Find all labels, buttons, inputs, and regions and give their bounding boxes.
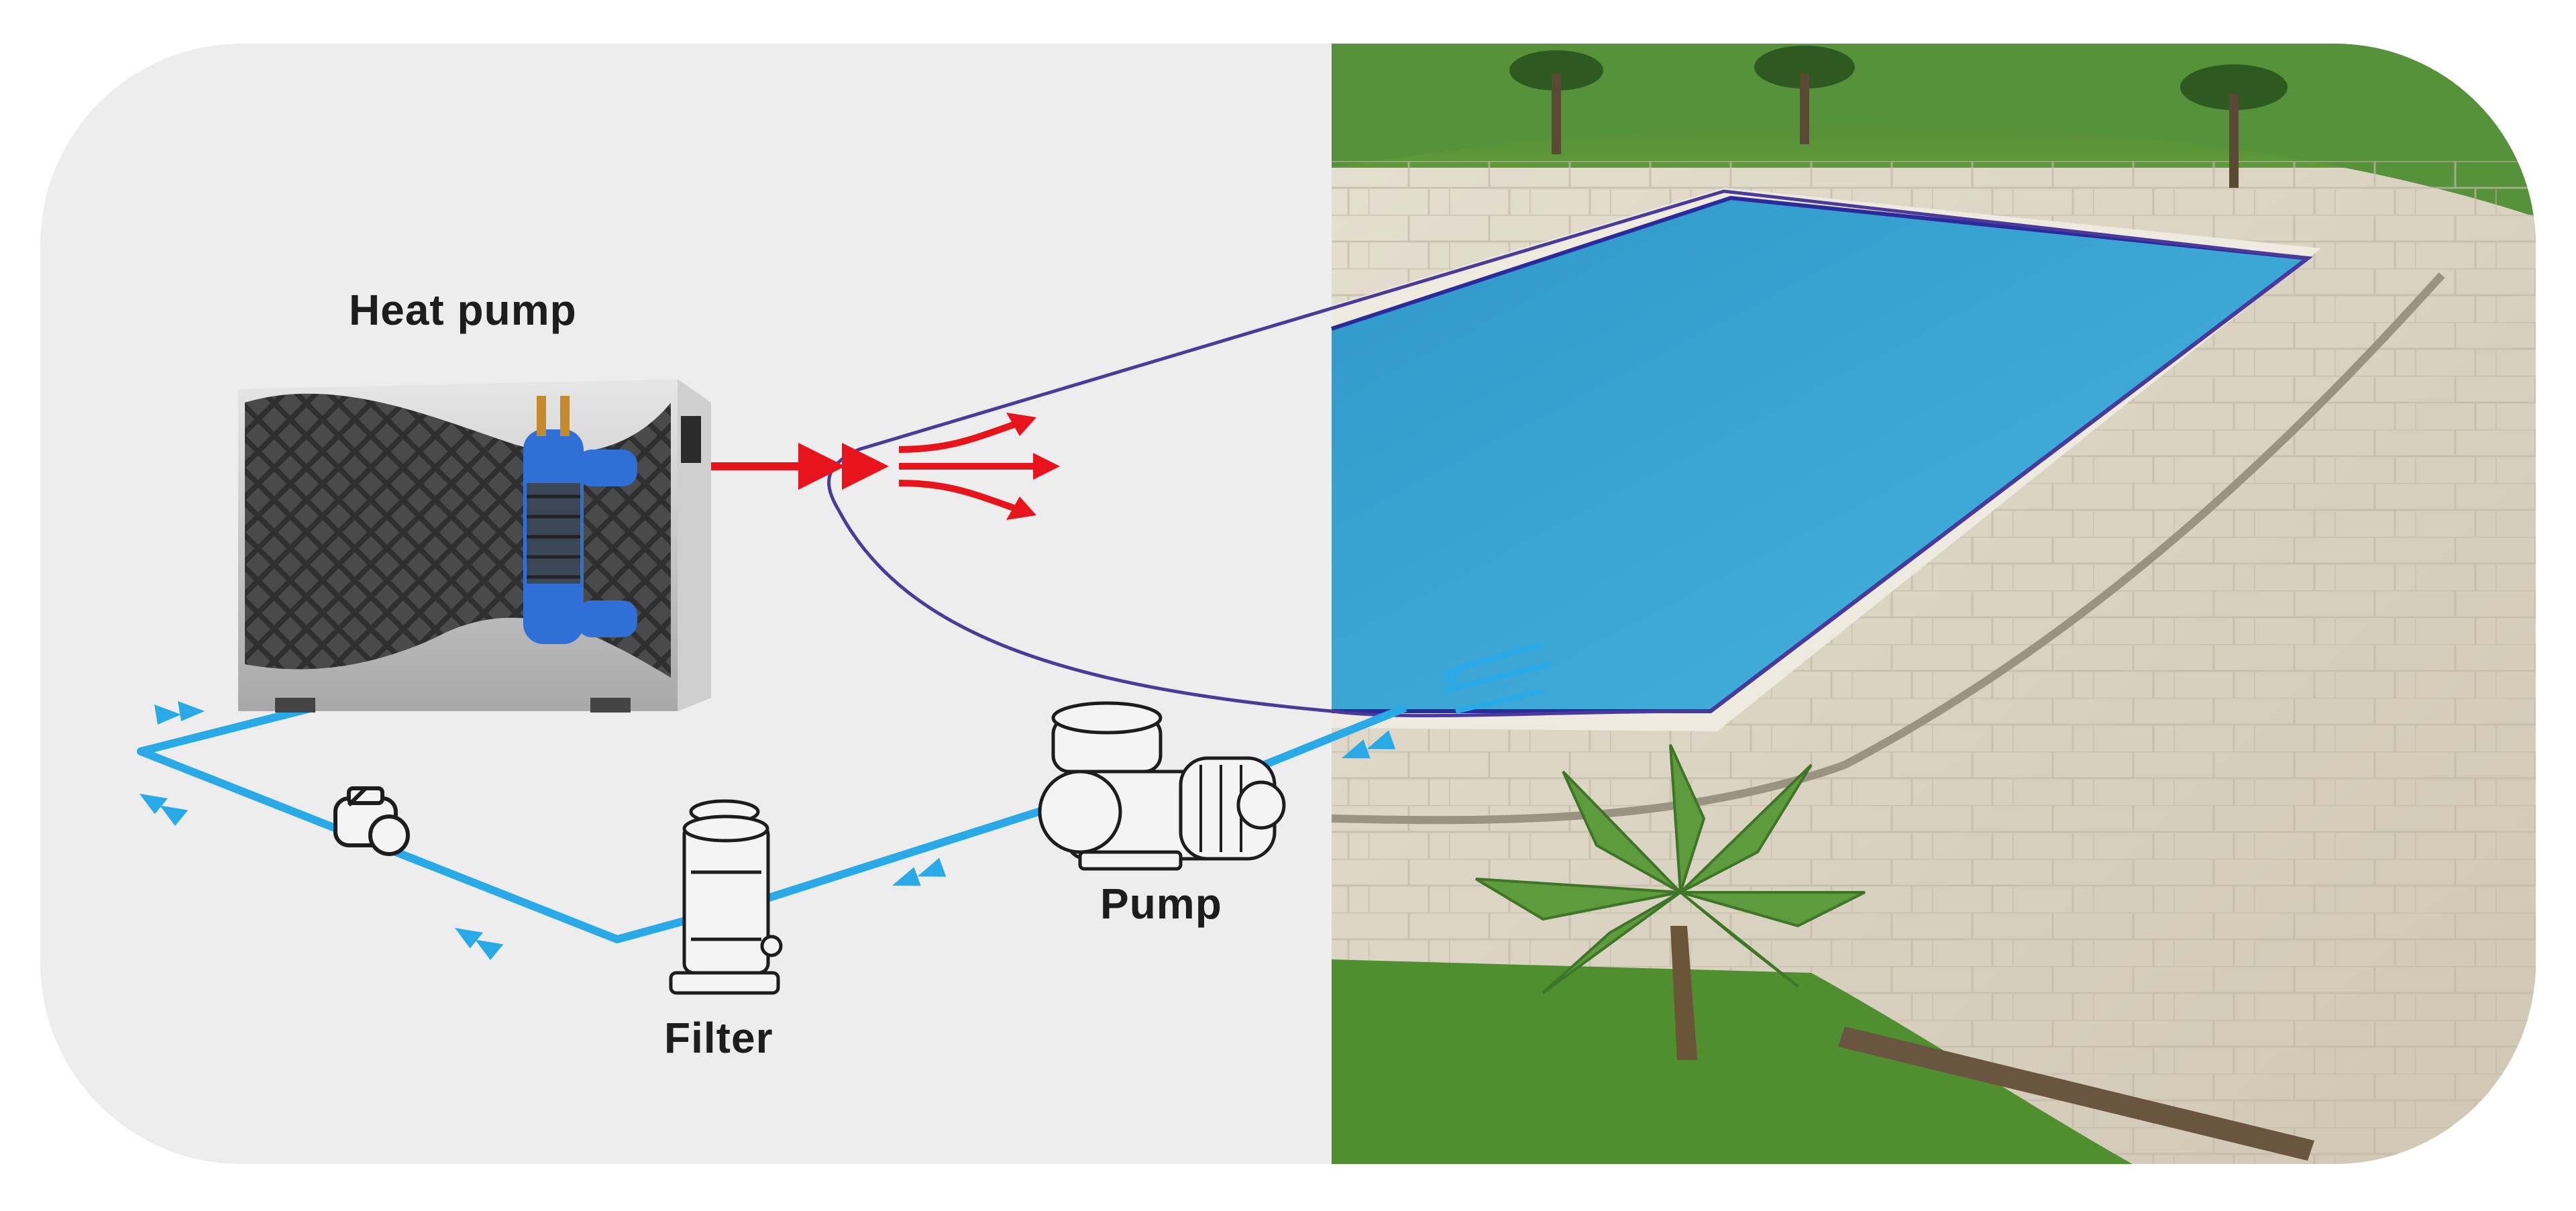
pump-label: Pump: [1100, 880, 1222, 928]
heat-pump-unit: [238, 379, 711, 713]
filter-icon: [669, 799, 783, 995]
flow-arrow-icon: [1342, 730, 1396, 759]
flow-arrow-icon: [454, 927, 504, 960]
palm-tree: [1474, 744, 1866, 1060]
heat-output-icon: [898, 413, 1060, 520]
flow-arrow-icon: [842, 443, 889, 490]
lawn: [1332, 959, 2214, 1164]
heat-pump-label: Heat pump: [349, 286, 577, 334]
water-pump-icon: [1038, 701, 1286, 871]
filter-label: Filter: [664, 1014, 773, 1062]
cold-water-pipe: [137, 633, 1407, 943]
cold-flow-arrows: [139, 701, 1396, 960]
pool-intake-icon: [1442, 641, 1550, 714]
hot-flow-arrows: [798, 443, 889, 490]
flow-arrow-icon: [892, 857, 947, 886]
pool-water: [1332, 198, 2308, 711]
pool-photo: [1331, 44, 2536, 1164]
flow-arrow-icon: [154, 701, 205, 725]
circuit-outline: [827, 189, 2312, 718]
valve-icon: [333, 786, 410, 856]
flow-arrow-icon: [798, 443, 845, 490]
flow-arrow-icon: [139, 793, 189, 826]
